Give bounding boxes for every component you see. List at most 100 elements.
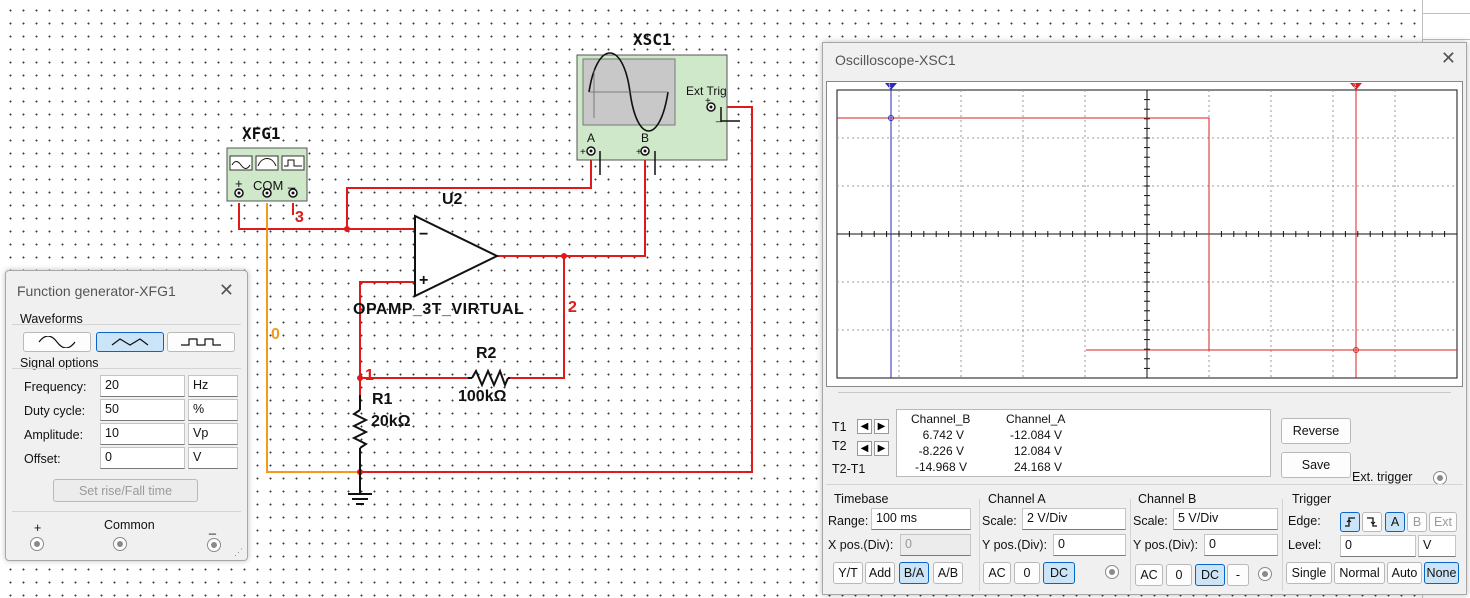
timebase-xpos-label: X pos.(Div):	[828, 538, 894, 552]
frequency-unit[interactable]: Hz	[188, 375, 238, 397]
trigger-level-label: Level:	[1288, 538, 1322, 552]
cursor-t2-marker[interactable]	[1350, 83, 1362, 90]
offset-input[interactable]: 0	[100, 447, 185, 469]
offset-label: Offset:	[24, 452, 61, 466]
sine-wave-icon[interactable]	[23, 332, 91, 352]
channel-a-ac-button[interactable]: AC	[983, 562, 1011, 584]
channel-a-ypos-input[interactable]: 0	[1053, 534, 1126, 556]
timebase-range-input[interactable]: 100 ms	[871, 508, 971, 530]
t1-left-arrow-icon[interactable]: ◀	[857, 419, 872, 434]
mode-add-button[interactable]: Add	[865, 562, 895, 584]
trigger-normal-button[interactable]: Normal	[1334, 562, 1385, 584]
channel-a-dc-button[interactable]: DC	[1043, 562, 1075, 584]
timebase-xpos-input[interactable]: 0	[900, 534, 971, 556]
duty-cycle-input[interactable]: 50	[100, 399, 185, 421]
channel-a-terminal[interactable]	[1105, 565, 1119, 579]
trigger-title: Trigger	[1292, 492, 1332, 506]
xsc1-ref-label: XSC1	[633, 30, 672, 49]
resize-grip-icon[interactable]: ⋰	[234, 547, 243, 557]
t2-t1-label: T2-T1	[832, 462, 866, 476]
rising-edge-icon[interactable]	[1340, 512, 1360, 532]
t2-right-arrow-icon[interactable]: ▶	[874, 441, 889, 456]
channel-b-dc-button[interactable]: DC	[1195, 564, 1225, 586]
frequency-input[interactable]: 20	[100, 375, 185, 397]
mode-ab-button[interactable]: A/B	[933, 562, 963, 584]
oscilloscope-instrument[interactable]	[576, 52, 740, 175]
channel-b-ypos-input[interactable]: 0	[1204, 534, 1278, 556]
trigger-source-ext-button[interactable]: Ext	[1429, 512, 1457, 532]
oscilloscope-axis-ticks	[836, 89, 1458, 379]
channel-a-zero-button[interactable]: 0	[1014, 562, 1040, 584]
triangle-wave-icon[interactable]	[96, 332, 164, 352]
fg-minus-terminal[interactable]	[207, 538, 221, 552]
cursor-readout-table: Channel_B Channel_A 6.742 V -12.084 V -8…	[896, 409, 1271, 477]
frequency-label: Frequency:	[24, 380, 87, 394]
duty-cycle-unit[interactable]: %	[188, 399, 238, 421]
net-label-1: 1	[365, 367, 374, 384]
ext-trigger-terminal[interactable]	[1433, 471, 1447, 485]
set-rise-fall-button[interactable]: Set rise/Fall time	[53, 479, 198, 502]
r2-value-label: 100kΩ	[458, 388, 507, 405]
function-generator-window[interactable]: Function generator-XFG1 ✕ Waveforms Sign…	[5, 270, 248, 561]
schematic-canvas[interactable]: − +	[0, 0, 822, 598]
net-label-2: 2	[568, 299, 577, 316]
readout-t1-channel-b: 6.742 V	[922, 428, 964, 442]
oscilloscope-screen[interactable]: 1 2	[826, 81, 1463, 387]
trigger-none-button[interactable]: None	[1424, 562, 1459, 584]
oscilloscope-close-icon[interactable]: ✕	[1440, 48, 1456, 68]
amplitude-input[interactable]: 10	[100, 423, 185, 445]
net-label-3: 3	[295, 209, 304, 226]
trigger-level-unit[interactable]: V	[1418, 535, 1456, 557]
channel-b-ac-button[interactable]: AC	[1135, 564, 1163, 586]
ext-trig-label: Ext Trig	[686, 84, 727, 98]
ground-symbol	[348, 472, 372, 505]
offset-unit[interactable]: V	[188, 447, 238, 469]
channel-a-terminal-label: A	[587, 131, 596, 145]
oscilloscope-trace	[837, 117, 1457, 351]
oscilloscope-scrollbar[interactable]	[826, 389, 1463, 397]
channel-b-invert-button[interactable]: -	[1227, 564, 1249, 586]
trigger-source-b-button[interactable]: B	[1407, 512, 1427, 532]
readout-header-channel-a: Channel_A	[1006, 412, 1066, 426]
opamp-inverting-pin: −	[419, 226, 428, 243]
orange-ground-wire	[266, 203, 360, 473]
t2-left-arrow-icon[interactable]: ◀	[857, 441, 872, 456]
amplitude-unit[interactable]: Vp	[188, 423, 238, 445]
channel-a-scale-input[interactable]: 2 V/Div	[1022, 508, 1126, 530]
mode-ba-button[interactable]: B/A	[899, 562, 929, 584]
channel-b-terminal-label: B	[641, 131, 650, 145]
cursor-t1-marker[interactable]	[885, 83, 897, 90]
falling-edge-icon[interactable]	[1362, 512, 1382, 532]
t2-label: T2	[832, 439, 847, 453]
channel-b-terminal[interactable]	[1258, 567, 1272, 581]
fg-com-label: COM	[253, 178, 284, 193]
resistor-r1[interactable]	[351, 395, 369, 472]
trigger-source-a-button[interactable]: A	[1385, 512, 1405, 532]
oscilloscope-window[interactable]: Oscilloscope-XSC1 ✕ 1 2 T1 ◀ ▶ T2 ◀ ▶ T2…	[822, 42, 1467, 595]
channel-a-scale-label: Scale:	[982, 514, 1017, 528]
save-button[interactable]: Save	[1281, 452, 1351, 478]
trigger-single-button[interactable]: Single	[1286, 562, 1332, 584]
fg-common-terminal[interactable]	[113, 537, 127, 551]
trigger-auto-button[interactable]: Auto	[1387, 562, 1422, 584]
readout-header-channel-b: Channel_B	[911, 412, 971, 426]
function-generator-window-title: Function generator-XFG1	[17, 283, 176, 299]
square-wave-icon[interactable]	[167, 332, 235, 352]
group-divider	[1282, 499, 1283, 591]
function-generator-close-icon[interactable]: ✕	[218, 280, 234, 300]
mode-yt-button[interactable]: Y/T	[833, 562, 863, 584]
fg-plus-terminal[interactable]	[30, 537, 44, 551]
cursor-t1-point	[888, 115, 894, 121]
resistor-r2[interactable]	[468, 368, 510, 388]
a-plus-label: +	[580, 147, 586, 158]
trigger-level-input[interactable]: 0	[1340, 535, 1416, 557]
terminals-divider	[12, 511, 241, 512]
timebase-title: Timebase	[834, 492, 889, 506]
channel-b-zero-button[interactable]: 0	[1166, 564, 1192, 586]
signal-options-label: Signal options	[20, 356, 99, 370]
opamp-u2[interactable]: − +	[414, 214, 500, 298]
reverse-button[interactable]: Reverse	[1281, 418, 1351, 444]
channel-b-scale-input[interactable]: 5 V/Div	[1173, 508, 1278, 530]
t1-right-arrow-icon[interactable]: ▶	[874, 419, 889, 434]
function-generator-instrument[interactable]	[226, 147, 308, 202]
